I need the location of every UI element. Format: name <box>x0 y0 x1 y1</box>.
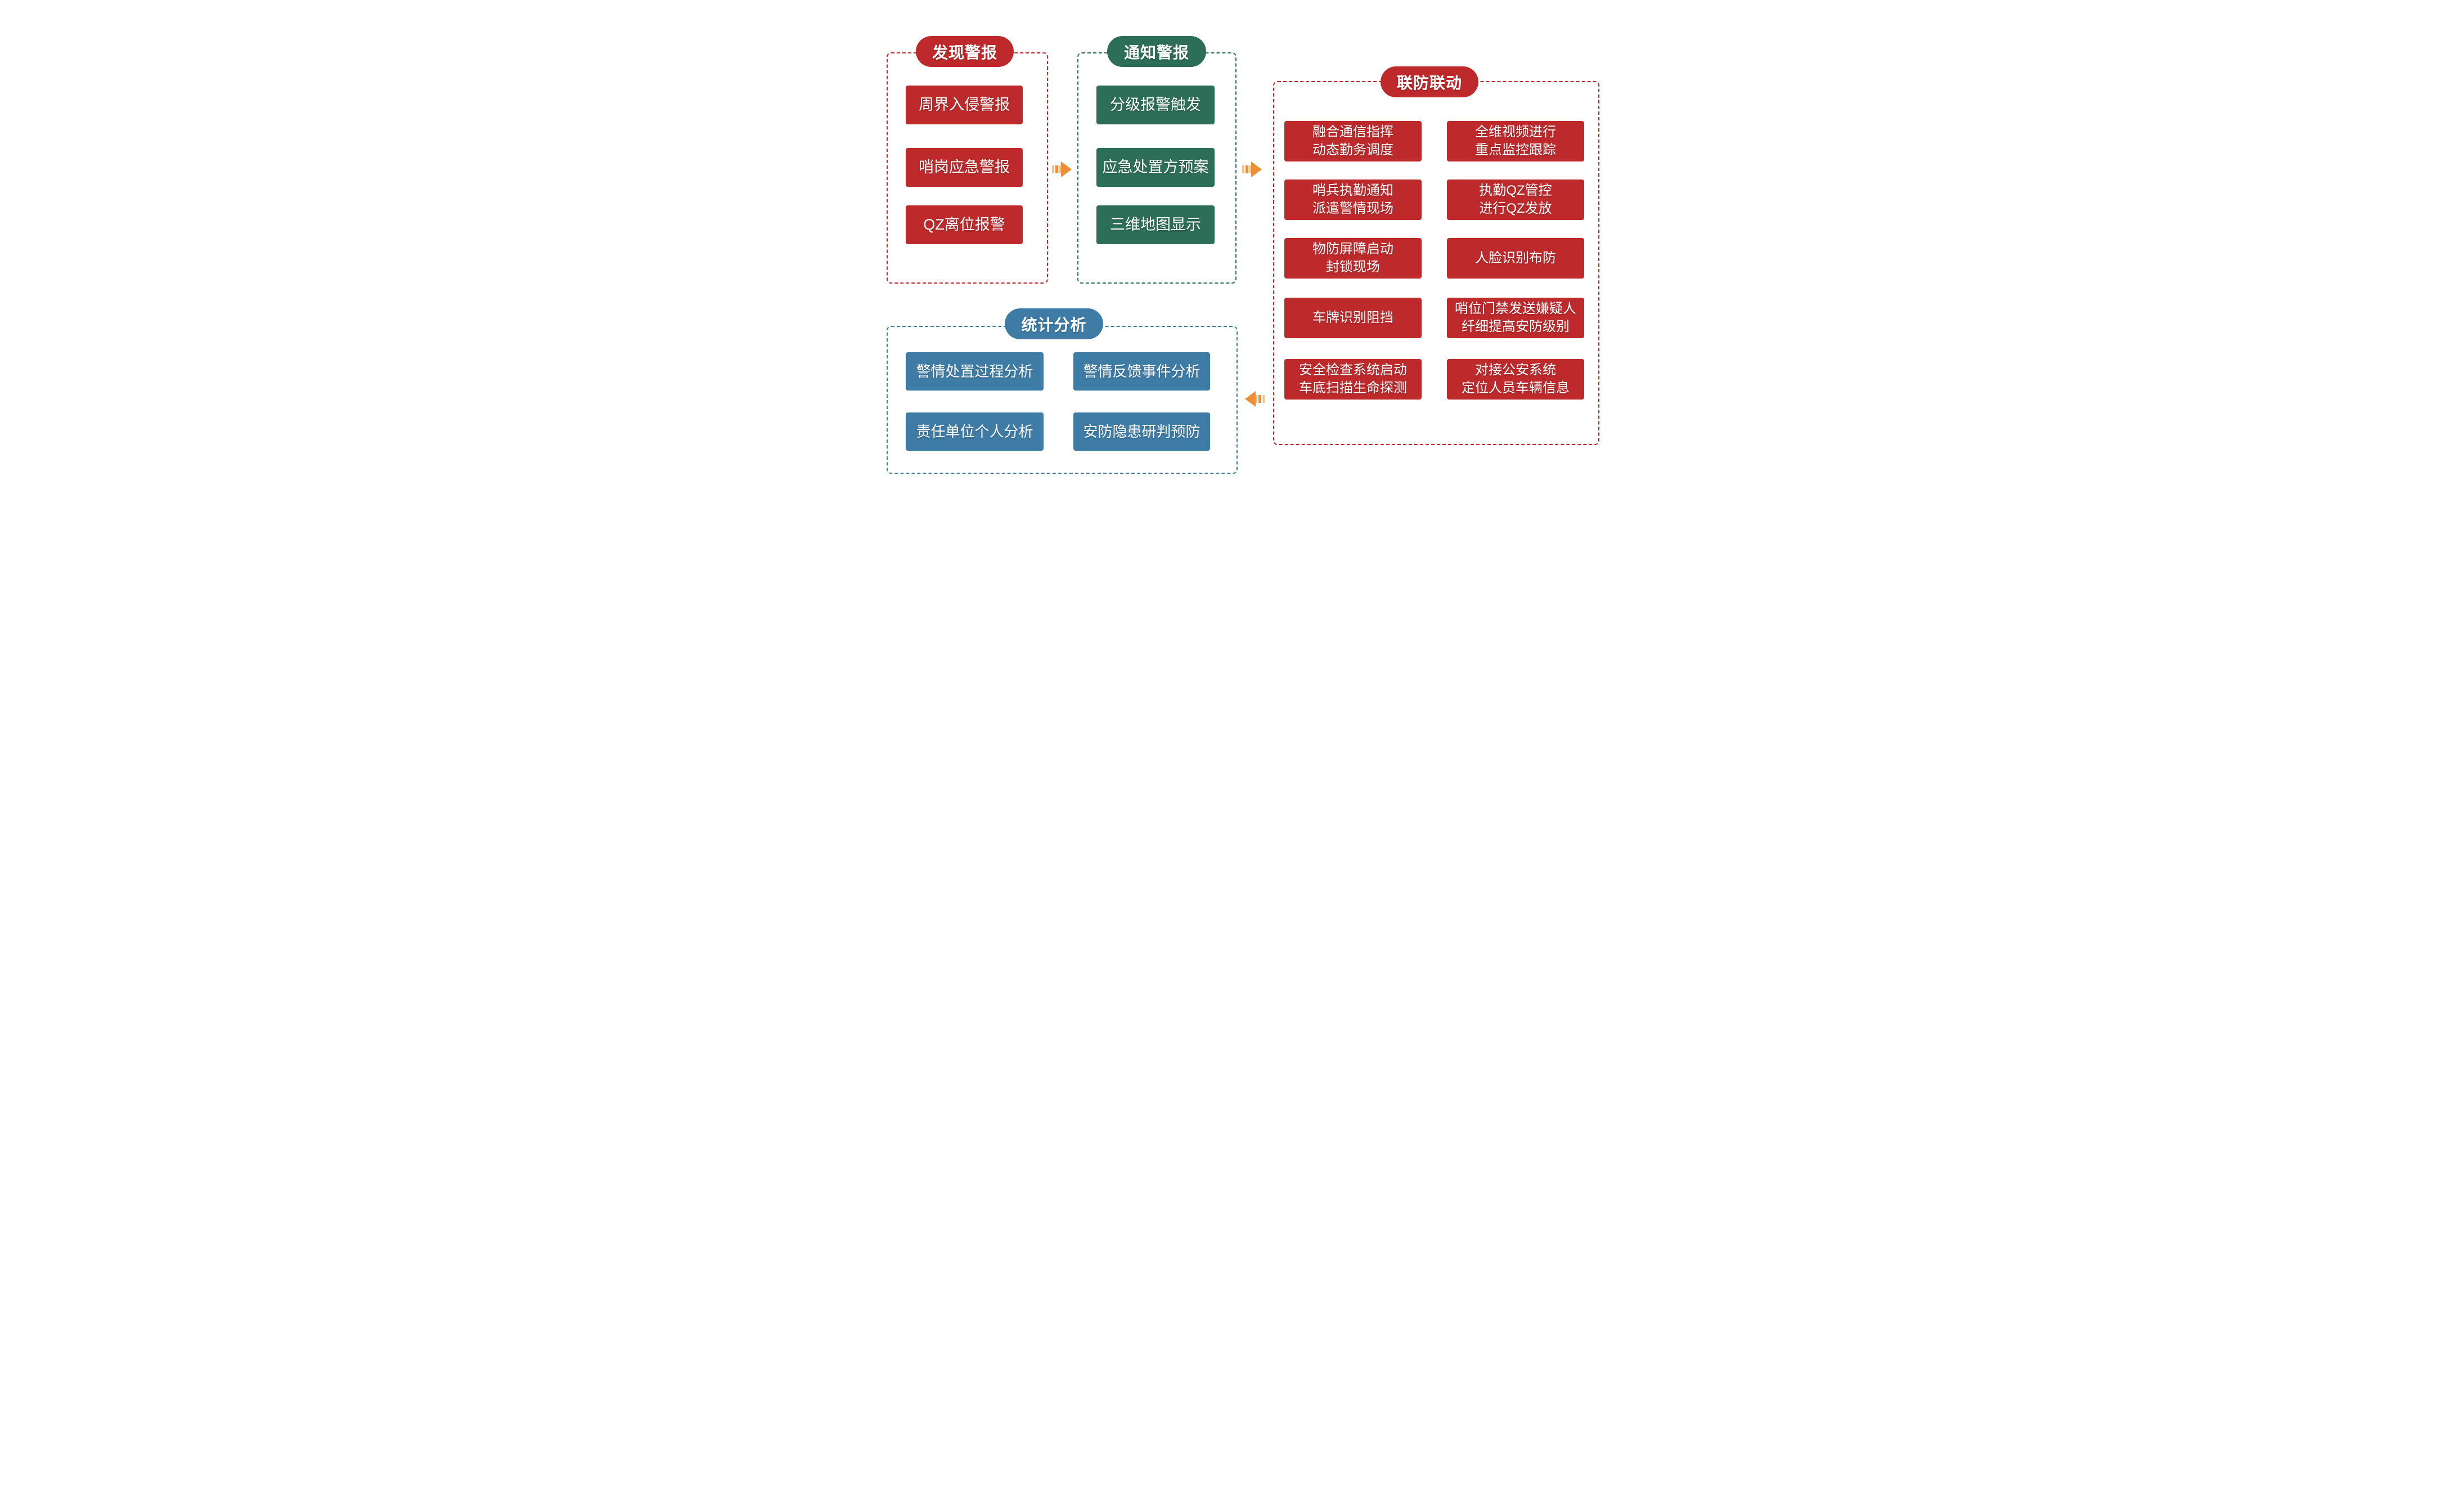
node-responsible-unit-person-analysis: 责任单位个人分析 <box>906 412 1044 451</box>
pill-joint-defense-linkage: 联防联动 <box>1381 66 1478 97</box>
node-duty-qz-control: 执勤QZ管控 进行QZ发放 <box>1447 180 1584 220</box>
arrow-linkage-to-stats-icon <box>1245 391 1265 407</box>
node-sentry-access-suspect-alert: 哨位门禁发送嫌疑人 纤细提高安防级别 <box>1447 298 1584 338</box>
pill-notify-alarm-label: 通知警报 <box>1123 43 1189 61</box>
node-perimeter-intrusion-alarm: 周界入侵警报 <box>906 86 1023 124</box>
node-security-check-scan: 安全检查系统启动 车底扫描生命探测 <box>1284 359 1422 400</box>
pill-joint-defense-linkage-label: 联防联动 <box>1396 74 1462 92</box>
diagram-canvas: 发现警报 周界入侵警报 哨岗应急警报 QZ离位报警 通知警报 分级报警触发 应急… <box>821 0 1643 498</box>
pill-statistical-analysis: 统计分析 <box>1005 308 1103 339</box>
node-alarm-feedback-event-analysis: 警情反馈事件分析 <box>1073 352 1210 391</box>
node-sentry-duty-notice: 哨兵执勤通知 派遣警情现场 <box>1284 180 1422 220</box>
pill-notify-alarm: 通知警报 <box>1107 36 1206 67</box>
pill-discover-alarm-label: 发现警报 <box>932 43 997 61</box>
node-fusion-comms-dispatch: 融合通信指挥 动态勤务调度 <box>1284 121 1422 161</box>
node-sentry-emergency-alarm: 哨岗应急警报 <box>906 148 1023 187</box>
node-plate-recognition-block: 车牌识别阻挡 <box>1284 298 1422 338</box>
node-3d-map-display: 三维地图显示 <box>1096 205 1215 244</box>
panel-statistical-analysis <box>887 326 1238 474</box>
pill-statistical-analysis-label: 统计分析 <box>1021 316 1087 334</box>
node-emergency-response-plan: 应急处置方预案 <box>1096 148 1215 187</box>
node-face-recognition-deploy: 人脸识别布防 <box>1447 238 1584 279</box>
node-police-system-link: 对接公安系统 定位人员车辆信息 <box>1447 359 1584 400</box>
arrow-discover-to-notify-icon <box>1052 161 1072 177</box>
node-full-video-tracking: 全维视频进行 重点监控跟踪 <box>1447 121 1584 161</box>
arrow-notify-to-linkage-icon <box>1242 161 1262 177</box>
node-qz-offsite-alarm: QZ离位报警 <box>906 205 1023 244</box>
pill-discover-alarm: 发现警报 <box>916 36 1014 67</box>
node-tiered-alarm-trigger: 分级报警触发 <box>1096 86 1215 124</box>
node-physical-barrier-lockdown: 物防屏障启动 封锁现场 <box>1284 238 1422 279</box>
node-alarm-handling-process-analysis: 警情处置过程分析 <box>906 352 1044 391</box>
node-security-risk-prediction: 安防隐患研判预防 <box>1073 412 1210 451</box>
